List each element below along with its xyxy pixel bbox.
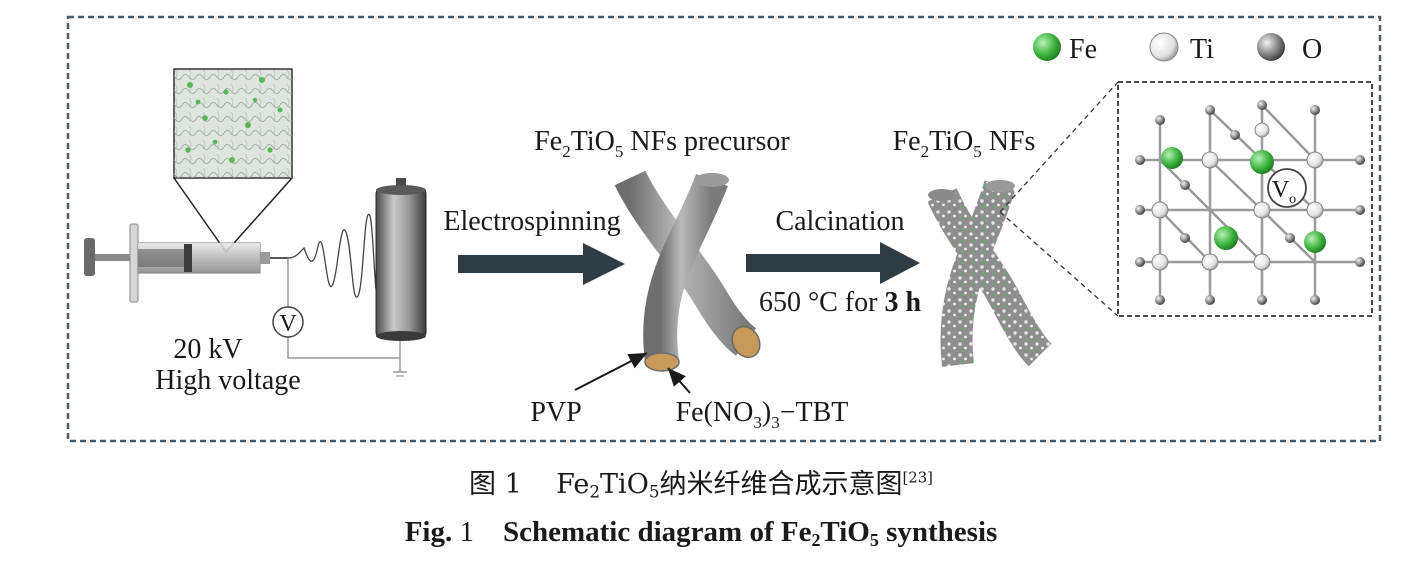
electrospinning-setup: V 20 kV High voltage — [84, 68, 427, 396]
caption-en-text-b: TiO — [820, 516, 870, 548]
oxygen-vacancy-label: Vo — [1272, 177, 1296, 207]
caption-en-text-c: synthesis — [878, 516, 998, 548]
fe-atoms — [1161, 147, 1326, 253]
electrospinning-arrow — [458, 243, 625, 285]
calcination-step: Calcination 650 °C for 3 h — [746, 206, 921, 318]
ti-atom-legend-icon — [1149, 32, 1179, 62]
ti-atoms — [1151, 122, 1324, 271]
legend-o-label: O — [1302, 34, 1322, 65]
o-atoms — [1135, 100, 1365, 305]
oxygen-vacancy-icon — [1267, 168, 1307, 208]
caption-en-title: Schematic diagram of Fe2TiO5 synthesis — [502, 516, 998, 551]
voltmeter-symbol: V — [279, 311, 297, 337]
caption-cn-figure-number: 图 1 — [469, 469, 522, 500]
figure-caption-cn: 图 1 Fe2TiO5纳米纤维合成示意图[23] — [0, 462, 1402, 502]
caption-en-text-a: Schematic diagram of Fe — [502, 516, 812, 548]
legend: Fe Ti O — [1033, 32, 1322, 65]
core-label: Fe(NO3)3−TBT — [676, 397, 849, 432]
calcination-condition: 650 °C for 3 h — [759, 287, 922, 318]
caption-en-sub1: 2 — [811, 530, 821, 551]
product-title: Fe2TiO5 NFs — [893, 126, 1036, 161]
calcination-label: Calcination — [775, 206, 904, 237]
o-atom-legend-icon — [1257, 33, 1285, 61]
collector-drum — [375, 178, 427, 341]
electrospinning-jet — [287, 213, 381, 302]
caption-en-figure-label: Fig. — [404, 516, 453, 548]
caption-cn-text: 纳米纤维合成示意图 — [659, 469, 903, 500]
caption-cn-formula-b: TiO — [600, 469, 649, 500]
calcined-nanofibers: Fe2TiO5 NFs — [893, 126, 1052, 367]
legend-fe-label: Fe — [1069, 34, 1097, 65]
calcination-arrow — [746, 242, 920, 284]
electrospinning-step: Electrospinning — [443, 206, 625, 285]
precursor-nanofibers: Fe2TiO5 NFs precursor PVP Fe(NO3)3−TBT — [530, 126, 848, 432]
fe-atom-legend-icon — [1033, 33, 1061, 61]
caption-en-sub2: 5 — [869, 530, 879, 551]
caption-cn-formula-sub1: 2 — [589, 481, 601, 502]
caption-en-figure-number: 1 — [459, 516, 474, 548]
caption-cn-reference: [23] — [902, 468, 933, 487]
voltage-value: 20 kV — [173, 334, 242, 365]
crystal-structure: Vo — [1117, 81, 1373, 317]
solution-particles — [185, 77, 283, 163]
pvp-label: PVP — [530, 397, 581, 428]
caption-cn-formula-a: Fe — [556, 469, 590, 500]
figure-caption-en: Fig. 1 Schematic diagram of Fe2TiO5 synt… — [0, 516, 1402, 551]
voltmeter-icon — [272, 306, 304, 338]
caption-cn-formula-sub2: 5 — [648, 481, 660, 502]
legend-ti-label: Ti — [1190, 34, 1214, 65]
figure-frame — [66, 15, 1382, 443]
precursor-title: Fe2TiO5 NFs precursor — [534, 126, 790, 161]
electrospinning-label: Electrospinning — [443, 206, 620, 237]
syringe — [84, 223, 288, 303]
voltage-label: High voltage — [155, 365, 300, 396]
fiber-top-cap — [695, 173, 729, 187]
